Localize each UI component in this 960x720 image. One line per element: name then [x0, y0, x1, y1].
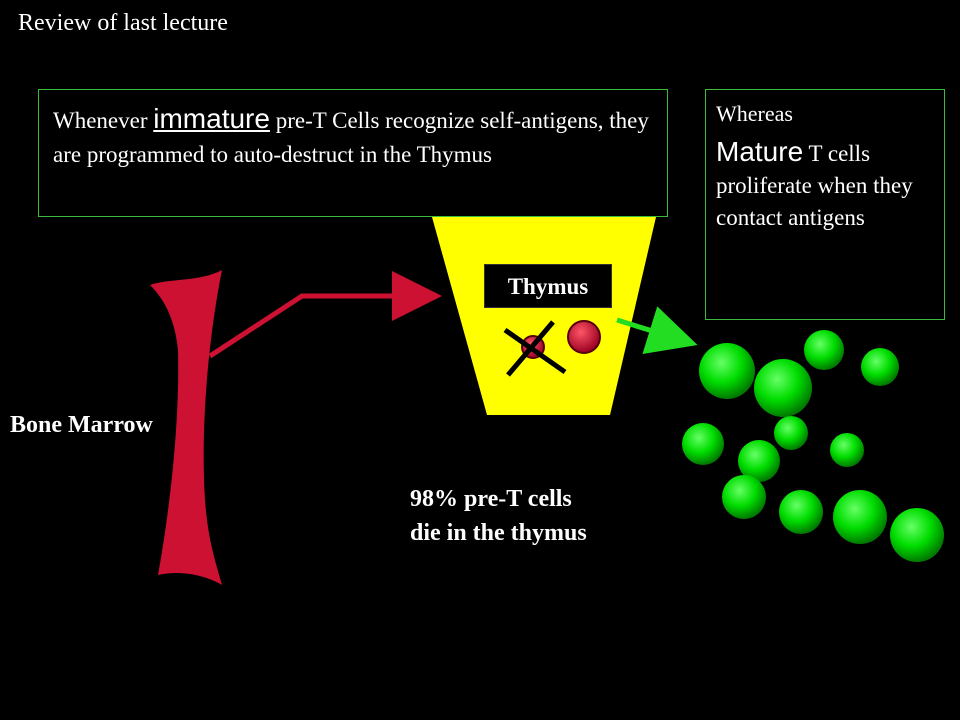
thymus-label: Thymus — [484, 264, 612, 308]
green-cell — [861, 348, 899, 386]
green-cell — [722, 475, 766, 519]
green-cell — [699, 343, 755, 399]
x-mark-line-1 — [503, 327, 567, 375]
mature-text: T cells proliferate when they contact an… — [716, 141, 913, 230]
death-note-line-2: die in the thymus — [410, 520, 587, 546]
bone-shape — [150, 270, 222, 585]
mature-emphasis: Mature — [716, 136, 804, 167]
green-cell — [754, 359, 812, 417]
proliferating-cells — [682, 330, 944, 562]
green-cell — [804, 330, 844, 370]
surviving-cell — [567, 320, 601, 354]
green-cell — [833, 490, 887, 544]
whereas-text: Whereas — [716, 101, 793, 126]
slide-title: Review of last lecture — [18, 10, 228, 36]
immature-text-after: pre-T Cells recognize self-antigens, the… — [53, 108, 649, 167]
bone-marrow-label: Bone Marrow — [10, 412, 153, 438]
immature-emphasis: immature — [153, 103, 270, 134]
death-note: 98% pre-T cells die in the thymus — [410, 482, 670, 550]
immature-text-before: Whenever — [53, 108, 154, 133]
green-cell — [830, 433, 864, 467]
green-cell — [890, 508, 944, 562]
green-cell — [779, 490, 823, 534]
green-cell — [774, 416, 808, 450]
mature-cells-textbox: Whereas Mature T cells proliferate when … — [705, 89, 945, 320]
x-mark-line-2 — [506, 320, 555, 377]
green-cell — [738, 440, 780, 482]
death-note-line-1: 98% pre-T cells — [410, 486, 572, 512]
thymus-shape — [432, 217, 656, 415]
green-cell — [682, 423, 724, 465]
immature-cells-textbox: Whenever immature pre-T Cells recognize … — [38, 89, 668, 217]
red-arrow — [208, 271, 442, 359]
green-arrow — [616, 306, 698, 355]
